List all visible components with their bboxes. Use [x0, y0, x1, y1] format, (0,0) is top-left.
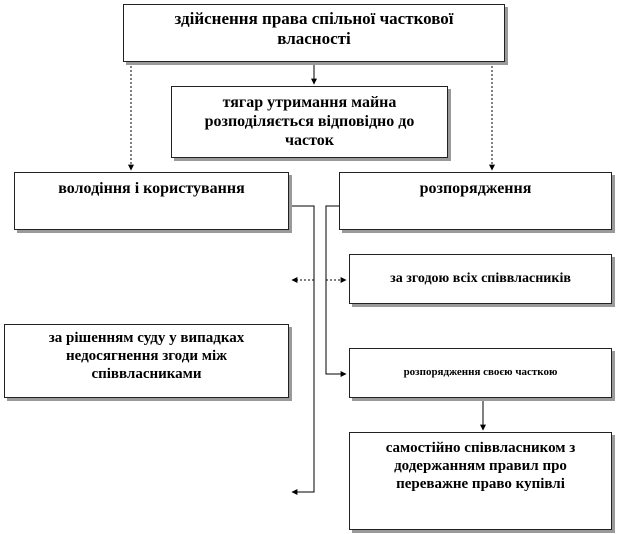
independent-box: самостійно співвласником з додержанням п… [349, 432, 612, 530]
independent-box-label: самостійно співвласником з додержанням п… [385, 440, 576, 492]
ownership-box: володіння і користування [14, 172, 289, 230]
burden-box-label: тягар утримання майна розподіляється від… [204, 94, 415, 150]
burden-box: тягар утримання майна розподіляється від… [171, 86, 448, 158]
connector-ownership-trunk [289, 205, 315, 495]
own-share-box-label: розпорядження своєю часткою [403, 366, 558, 379]
consent-box: за згодою всіх співвласників [349, 254, 612, 304]
disposal-box-label: розпорядження [419, 180, 532, 197]
court-decision-box-label: за рішенням суду у випадках недосягнення… [48, 330, 245, 382]
court-decision-box: за рішенням суду у випадках недосягнення… [4, 324, 289, 398]
disposal-box: розпорядження [339, 172, 612, 230]
ownership-box-label: володіння і користування [58, 180, 245, 197]
connector-disposal-trunk [325, 205, 347, 377]
main-box: здійснення права спільної часткової влас… [123, 4, 505, 62]
own-share-box: розпорядження своєю часткою [349, 348, 612, 398]
consent-box-label: за згодою всіх співвласників [390, 270, 571, 286]
main-box-label: здійснення права спільної часткової влас… [174, 9, 454, 49]
